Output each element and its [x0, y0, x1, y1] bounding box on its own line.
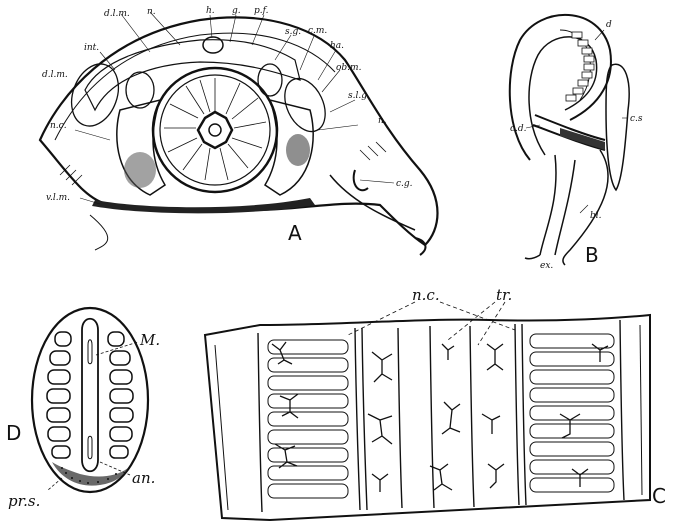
label-a-ha: ha.: [330, 41, 344, 51]
label-a-dlm-left: d.l.m.: [42, 70, 68, 80]
label-a-vlm: v.l.m.: [46, 193, 70, 203]
panel-label-b: B: [585, 243, 599, 267]
label-d-prs: pr.s.: [8, 492, 40, 510]
panel-label-a: A: [288, 221, 302, 245]
panel-c-right-cells: [530, 334, 614, 492]
panel-c-body-wall: n.c. tr. C: [205, 286, 666, 520]
panel-label-c: C: [652, 484, 666, 508]
panel-label-d: D: [6, 421, 21, 445]
panel-c-left-cells: [268, 340, 348, 498]
panel-b-organ: d c.s c.d. bl. ex. B: [510, 15, 643, 271]
panel-c-branching-tracts: [272, 342, 608, 492]
label-d-an: an.: [132, 469, 155, 487]
panel-c-dividers: [258, 320, 624, 512]
label-b-cs: c.s: [630, 114, 643, 124]
label-a-cg: c.g.: [396, 179, 413, 189]
label-a-n: n.: [147, 7, 156, 17]
label-a-g: g.: [232, 6, 241, 16]
label-a-slg: s.l.g.: [348, 91, 370, 101]
label-a-nc: n.c.: [50, 121, 67, 131]
panel-d-oval-section: M. an. pr.s. D: [6, 308, 160, 510]
panel-a-cross-section: d.l.m. n. h. g. p.f. s.g. c.m. ha. ob.m.…: [40, 6, 438, 255]
label-a-pf: p.f.: [254, 6, 269, 16]
label-b-d: d: [606, 20, 612, 30]
label-a-obm: ob.m.: [336, 63, 362, 73]
label-a-n-right: n.: [378, 116, 387, 126]
label-c-nc: n.c.: [412, 286, 440, 304]
label-b-bl: bl.: [590, 211, 602, 221]
label-a-int: int.: [84, 43, 99, 53]
label-a-dlm: d.l.m.: [104, 9, 130, 19]
label-c-tr: tr.: [496, 286, 512, 304]
panel-d-chambers: [47, 332, 133, 458]
label-a-cm: c.m.: [308, 26, 327, 36]
label-b-ex: ex.: [540, 261, 553, 271]
label-d-m: M.: [139, 331, 160, 349]
label-a-h: h.: [206, 6, 215, 16]
label-b-cd: c.d.: [510, 124, 527, 134]
label-a-sg: s.g.: [285, 27, 301, 37]
